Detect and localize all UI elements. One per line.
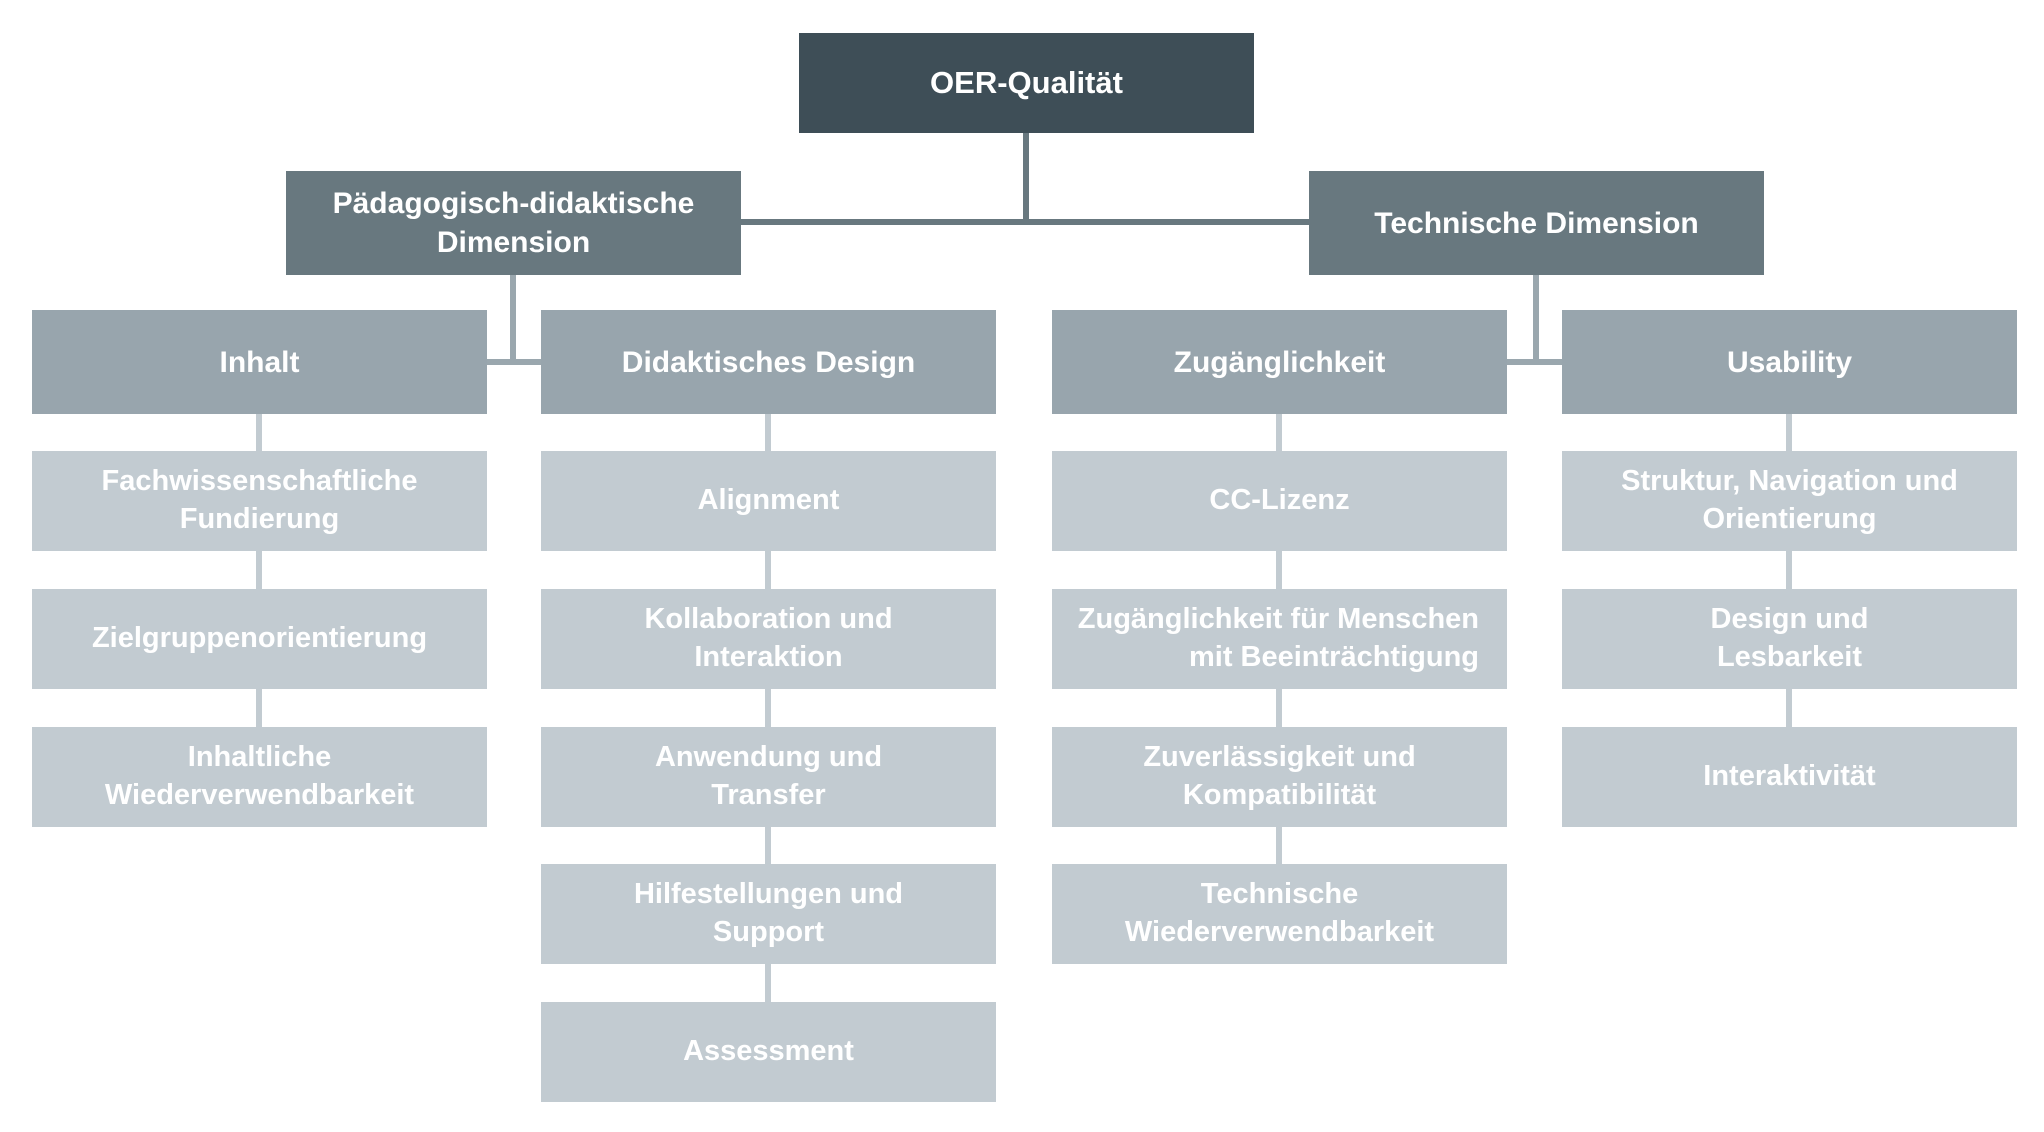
- connector-zugaenglichkeit-usability-horizontal: [1507, 359, 1562, 365]
- connector-col1-seg2: [256, 551, 262, 589]
- node-struktur-navigation-und-orientierung: Struktur, Navigation und Orientierung: [1562, 451, 2017, 551]
- connector-col3-seg1: [1276, 414, 1282, 451]
- node-zuverlaessigkeit-und-kompatibilitaet: Zuverlässigkeit und Kompatibilität: [1052, 727, 1507, 827]
- node-paedagogisch-didaktische-dimension: Pädagogisch-didaktische Dimension: [286, 171, 741, 275]
- node-zugaenglichkeit-fuer-menschen-mit-beeintraechtigung: Zugänglichkeit für Menschen mit Beeinträ…: [1052, 589, 1507, 689]
- connector-col2-seg4: [765, 827, 771, 864]
- node-interaktivitaet: Interaktivität: [1562, 727, 2017, 827]
- node-zielgruppenorientierung: Zielgruppenorientierung: [32, 589, 487, 689]
- node-assessment: Assessment: [541, 1002, 996, 1102]
- node-anwendung-und-transfer: Anwendung und Transfer: [541, 727, 996, 827]
- connector-root-horizontal: [741, 219, 1309, 225]
- connector-col3-seg3: [1276, 689, 1282, 727]
- connector-col2-seg1: [765, 414, 771, 451]
- connector-col2-seg5: [765, 964, 771, 1002]
- connector-paedagogisch-vertical: [510, 275, 516, 365]
- connector-inhalt-didaktisches-horizontal: [486, 359, 541, 365]
- node-usability: Usability: [1562, 310, 2017, 414]
- node-zugaenglichkeit: Zugänglichkeit: [1052, 310, 1507, 414]
- node-fachwissenschaftliche-fundierung: Fachwissenschaftliche Fundierung: [32, 451, 487, 551]
- connector-col4-seg3: [1786, 689, 1792, 727]
- node-cc-lizenz: CC-Lizenz: [1052, 451, 1507, 551]
- connector-col3-seg4: [1276, 827, 1282, 864]
- node-inhalt: Inhalt: [32, 310, 487, 414]
- node-didaktisches-design: Didaktisches Design: [541, 310, 996, 414]
- connector-col1-seg1: [256, 414, 262, 451]
- connector-col3-seg2: [1276, 551, 1282, 589]
- node-hilfestellungen-und-support: Hilfestellungen und Support: [541, 864, 996, 964]
- connector-col4-seg1: [1786, 414, 1792, 451]
- node-oer-qualitaet: OER-Qualität: [799, 33, 1254, 133]
- node-kollaboration-und-interaktion: Kollaboration und Interaktion: [541, 589, 996, 689]
- connector-col2-seg2: [765, 551, 771, 589]
- connector-technische-vertical: [1533, 275, 1539, 365]
- node-design-und-lesbarkeit: Design und Lesbarkeit: [1562, 589, 2017, 689]
- node-technische-dimension: Technische Dimension: [1309, 171, 1764, 275]
- connector-col2-seg3: [765, 689, 771, 727]
- connector-col4-seg2: [1786, 551, 1792, 589]
- node-alignment: Alignment: [541, 451, 996, 551]
- connector-col1-seg3: [256, 689, 262, 727]
- node-inhaltliche-wiederverwendbarkeit: Inhaltliche Wiederverwendbarkeit: [32, 727, 487, 827]
- node-technische-wiederverwendbarkeit: Technische Wiederverwendbarkeit: [1052, 864, 1507, 964]
- connector-root-vertical: [1023, 133, 1029, 225]
